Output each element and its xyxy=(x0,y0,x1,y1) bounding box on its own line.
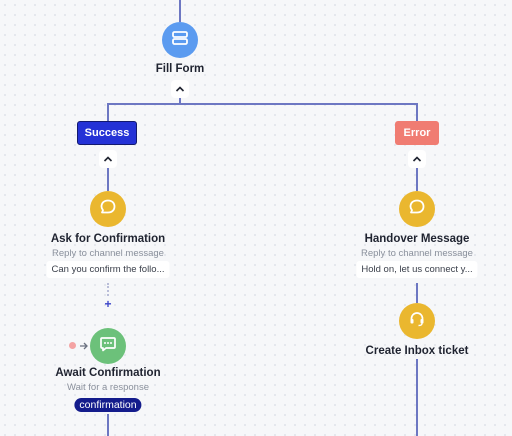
await-confirmation-subtitle: Wait for a response xyxy=(66,382,150,393)
chevron-up-icon xyxy=(412,155,422,163)
chevron-up-icon xyxy=(175,85,185,93)
success-collapse-button[interactable] xyxy=(99,150,117,168)
connector-left-branch xyxy=(107,103,109,121)
connector-horizontal xyxy=(107,103,417,105)
fill-form-title: Fill Form xyxy=(155,63,205,75)
error-branch-label[interactable]: Error xyxy=(395,121,439,145)
fill-form-collapse-button[interactable] xyxy=(171,80,189,98)
handover-subtitle: Reply to channel message xyxy=(361,248,473,259)
ask-confirmation-title: Ask for Confirmation xyxy=(50,233,166,245)
chat-bubble-icon xyxy=(98,197,118,222)
handover-preview: Hold on, let us connect y... xyxy=(356,261,478,278)
connector-fillform-down xyxy=(179,96,181,104)
connector-handover-to-inbox xyxy=(416,283,418,303)
connector-error-down xyxy=(416,167,418,191)
handover-node[interactable] xyxy=(399,191,435,227)
connector-top xyxy=(179,0,181,22)
headset-icon xyxy=(407,309,427,334)
handover-title: Handover Message xyxy=(364,233,470,245)
fill-form-node[interactable] xyxy=(162,22,198,58)
success-branch-label[interactable]: Success xyxy=(77,121,137,145)
inbox-ticket-title: Create Inbox ticket xyxy=(365,345,469,357)
connector-success-down xyxy=(107,167,109,191)
connector-dotted xyxy=(107,283,109,296)
incoming-dot xyxy=(69,342,76,349)
await-confirmation-title: Await Confirmation xyxy=(55,367,161,379)
chat-bubble-icon xyxy=(407,197,427,222)
connector-await-down xyxy=(107,414,109,436)
form-icon xyxy=(171,29,189,52)
inbox-ticket-node[interactable] xyxy=(399,303,435,339)
connector-right-branch xyxy=(416,103,418,121)
confirmation-tag: confirmation xyxy=(74,398,142,412)
connector-inbox-down xyxy=(416,359,418,436)
await-confirmation-node[interactable] xyxy=(90,328,126,364)
add-step-button[interactable]: + xyxy=(104,297,112,311)
chevron-up-icon xyxy=(103,155,113,163)
ask-confirmation-node[interactable] xyxy=(90,191,126,227)
ask-confirmation-subtitle: Reply to channel message xyxy=(52,248,164,259)
arrow-right-icon xyxy=(80,339,90,357)
message-icon xyxy=(98,334,118,359)
ask-confirmation-preview: Can you confirm the follo... xyxy=(46,261,170,278)
error-collapse-button[interactable] xyxy=(408,150,426,168)
